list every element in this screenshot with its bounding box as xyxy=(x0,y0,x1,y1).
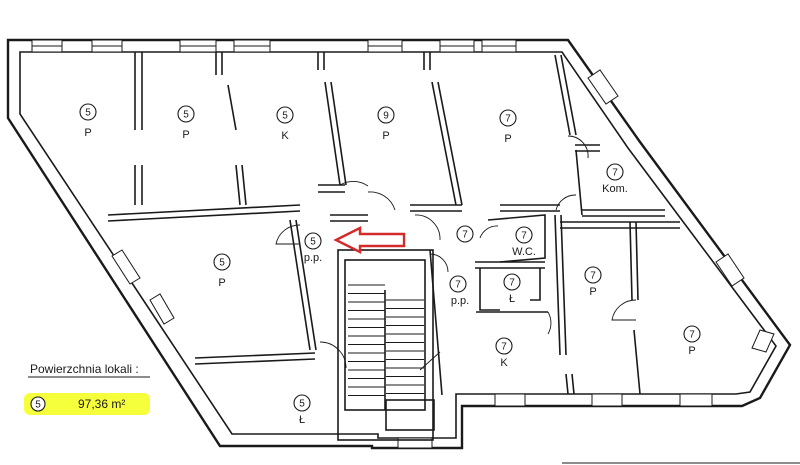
svg-text:P: P xyxy=(218,277,225,289)
svg-text:7: 7 xyxy=(455,280,461,291)
interior-walls xyxy=(107,52,680,441)
svg-text:5: 5 xyxy=(183,110,189,121)
room-marker: 5 p.p. xyxy=(304,232,322,264)
location-arrow xyxy=(333,226,406,254)
svg-text:K: K xyxy=(281,130,289,142)
svg-text:Ł: Ł xyxy=(299,414,305,426)
svg-text:P: P xyxy=(504,133,511,145)
svg-text:Ł: Ł xyxy=(509,293,515,305)
svg-text:7: 7 xyxy=(590,271,596,282)
room-marker: 7 P xyxy=(584,266,602,298)
room-marker: 7 K xyxy=(495,337,513,369)
room-marker: 7 P xyxy=(683,325,701,357)
svg-text:5: 5 xyxy=(85,108,91,119)
room-marker: 7 Ł xyxy=(503,273,521,305)
legend-marker xyxy=(30,396,46,412)
svg-text:Kom.: Kom. xyxy=(602,183,628,195)
room-marker: 5 P xyxy=(177,105,195,141)
svg-text:5: 5 xyxy=(310,237,316,248)
legend-highlight xyxy=(24,393,150,415)
svg-text:P: P xyxy=(688,345,695,357)
svg-text:P: P xyxy=(84,127,91,139)
room-marker: 5 P xyxy=(79,103,97,139)
room-marker: 5 K xyxy=(276,106,294,142)
room-marker: 7 Kom. xyxy=(602,163,628,195)
svg-text:5: 5 xyxy=(299,399,305,410)
svg-text:W.C.: W.C. xyxy=(512,246,536,258)
svg-text:5: 5 xyxy=(282,111,288,122)
svg-text:p.p.: p.p. xyxy=(451,295,469,307)
room-marker: 7 xyxy=(456,225,474,243)
svg-text:p.p.: p.p. xyxy=(304,252,322,264)
svg-text:7: 7 xyxy=(462,230,468,241)
svg-text:7: 7 xyxy=(612,168,618,179)
svg-text:5: 5 xyxy=(219,258,225,269)
svg-text:7: 7 xyxy=(501,342,507,353)
svg-text:7: 7 xyxy=(509,278,515,289)
svg-text:P: P xyxy=(589,286,596,298)
svg-text:P: P xyxy=(182,129,189,141)
svg-text:K: K xyxy=(500,357,508,369)
windows xyxy=(31,39,775,449)
svg-text:9: 9 xyxy=(383,111,389,122)
room-marker: 5 P xyxy=(213,253,231,289)
svg-text:P: P xyxy=(382,130,389,142)
room-marker: 7 p.p. xyxy=(449,275,469,307)
legend-entry-area: 97,36 m² xyxy=(78,397,125,411)
room-marker: 5 Ł xyxy=(293,394,311,426)
room-marker: 7 P xyxy=(499,109,517,145)
doors xyxy=(275,135,637,371)
legend-title: Powierzchnia lokali : xyxy=(30,362,139,376)
legend-entry-num: 5 xyxy=(35,400,41,411)
staircase xyxy=(344,259,435,431)
svg-text:7: 7 xyxy=(505,114,511,125)
room-marker: 7 W.C. xyxy=(512,226,536,258)
room-markers: 5 P 5 P 5 K 9 P 7 P 7 Kom. xyxy=(79,103,701,426)
svg-text:7: 7 xyxy=(689,330,695,341)
room-marker: 9 P xyxy=(377,106,395,142)
area-legend: Powierzchnia lokali : 5 97,36 m² xyxy=(24,362,150,415)
svg-text:7: 7 xyxy=(521,231,527,242)
outer-walls xyxy=(6,38,792,450)
